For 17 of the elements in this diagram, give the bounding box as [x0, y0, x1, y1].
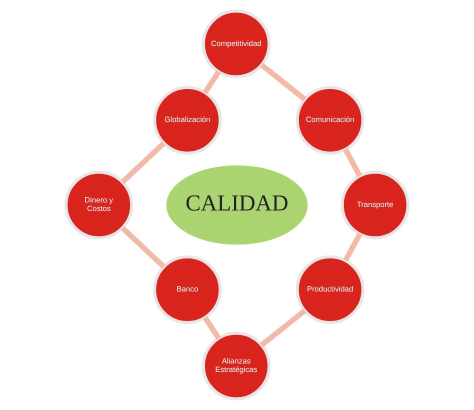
- node-circle: Comunicación: [296, 86, 364, 155]
- connector: [120, 226, 166, 269]
- node-circle: Globalización: [153, 86, 222, 155]
- node-ellipse: CALIDAD: [163, 162, 311, 248]
- node-circle: Productividad: [296, 255, 364, 324]
- node-circle: Banco: [153, 255, 222, 324]
- connector: [260, 62, 306, 102]
- connector: [343, 232, 362, 262]
- node-circle: Dinero y Costos: [64, 170, 134, 240]
- connector: [120, 141, 166, 184]
- node-circle: Alianzas Estratégicas: [202, 332, 271, 400]
- connector: [343, 148, 362, 177]
- node-circle: Transporte: [340, 170, 410, 240]
- connector: [202, 316, 221, 340]
- connector: [202, 70, 221, 94]
- node-circle: Competitividad: [202, 10, 271, 78]
- connector: [260, 308, 306, 348]
